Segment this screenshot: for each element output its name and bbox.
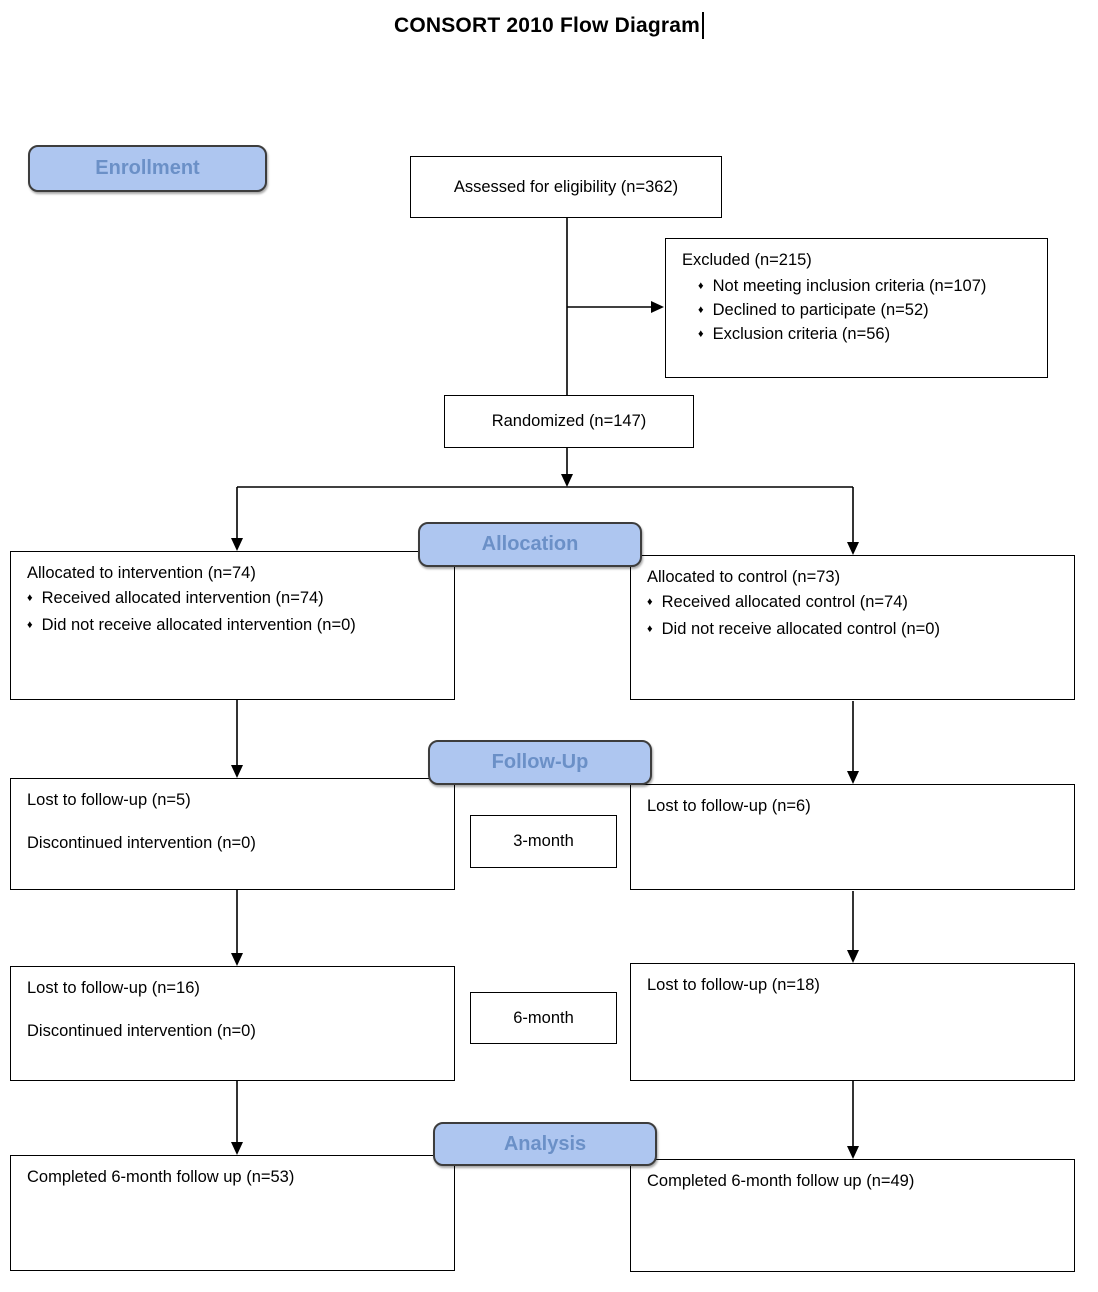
arrowhead-fu3-left bbox=[231, 765, 243, 778]
allocated-control-box[interactable]: Allocated to control (n=73) ♦ Received a… bbox=[630, 555, 1075, 700]
stage-label-analysis-text: Analysis bbox=[503, 1132, 587, 1155]
assessed-eligibility-text: Assessed for eligibility (n=362) bbox=[453, 177, 679, 196]
diamond-bullet-icon: ♦ bbox=[698, 280, 704, 292]
arrowhead-fu6-right bbox=[847, 950, 859, 963]
analysis-control-text: Completed 6-month follow up (n=49) bbox=[647, 1172, 915, 1190]
page-title: CONSORT 2010 Flow Diagram bbox=[0, 12, 1098, 39]
followup3-intervention-line: Lost to follow-up (n=5) bbox=[27, 791, 191, 809]
followup6-control-line: Lost to follow-up (n=18) bbox=[647, 976, 820, 994]
allocated-intervention-box[interactable]: Allocated to intervention (n=74) ♦ Recei… bbox=[10, 551, 455, 700]
period-3month-text: 3-month bbox=[513, 832, 574, 850]
period-3month-box[interactable]: 3-month bbox=[470, 815, 617, 868]
stage-label-allocation[interactable]: Allocation bbox=[418, 522, 642, 567]
allocated-intervention-item-text: Received allocated intervention (n=74) bbox=[41, 589, 324, 607]
diamond-bullet-icon: ♦ bbox=[27, 592, 33, 604]
allocated-intervention-title: Allocated to intervention (n=74) bbox=[27, 564, 256, 582]
period-6month-box[interactable]: 6-month bbox=[470, 992, 617, 1044]
analysis-intervention-text: Completed 6-month follow up (n=53) bbox=[27, 1168, 295, 1186]
arrowhead-fu6-left bbox=[231, 953, 243, 966]
arrowhead-alloc-right bbox=[847, 542, 859, 555]
allocated-intervention-item: ♦ Did not receive allocated intervention… bbox=[27, 616, 438, 635]
followup6-intervention-box[interactable]: Lost to follow-up (n=16) Discontinued in… bbox=[10, 966, 455, 1081]
allocated-control-item-text: Received allocated control (n=74) bbox=[661, 593, 908, 611]
followup3-intervention-box[interactable]: Lost to follow-up (n=5) Discontinued int… bbox=[10, 778, 455, 890]
analysis-intervention-box[interactable]: Completed 6-month follow up (n=53) bbox=[10, 1155, 455, 1271]
followup6-intervention-line: Lost to follow-up (n=16) bbox=[27, 979, 200, 997]
excluded-box[interactable]: Excluded (n=215) ♦ Not meeting inclusion… bbox=[665, 238, 1048, 378]
excluded-item-text: Declined to participate (n=52) bbox=[712, 301, 929, 319]
diamond-bullet-icon: ♦ bbox=[647, 596, 653, 608]
period-6month-text: 6-month bbox=[513, 1008, 574, 1027]
diamond-bullet-icon: ♦ bbox=[698, 328, 704, 340]
excluded-item: ♦ Declined to participate (n=52) bbox=[698, 301, 1031, 320]
allocated-control-list: ♦ Received allocated control (n=74) ♦ Di… bbox=[647, 593, 1058, 639]
allocated-control-item: ♦ Did not receive allocated control (n=0… bbox=[647, 620, 1058, 639]
text-cursor bbox=[702, 12, 705, 39]
followup6-intervention-line: Discontinued intervention (n=0) bbox=[27, 1022, 256, 1040]
allocated-control-item: ♦ Received allocated control (n=74) bbox=[647, 593, 1058, 612]
stage-label-allocation-text: Allocation bbox=[481, 533, 579, 555]
diamond-bullet-icon: ♦ bbox=[698, 304, 704, 316]
excluded-title: Excluded (n=215) bbox=[682, 251, 812, 269]
randomized-text: Randomized (n=147) bbox=[491, 412, 647, 430]
excluded-list: ♦ Not meeting inclusion criteria (n=107)… bbox=[682, 277, 1031, 344]
followup6-control-box[interactable]: Lost to follow-up (n=18) bbox=[630, 963, 1075, 1081]
page-title-text: CONSORT 2010 Flow Diagram bbox=[393, 13, 701, 37]
arrowhead-analysis-right bbox=[847, 1146, 859, 1159]
arrowhead-alloc-left bbox=[231, 538, 243, 551]
excluded-item: ♦ Exclusion criteria (n=56) bbox=[698, 325, 1031, 344]
stage-label-analysis[interactable]: Analysis bbox=[433, 1122, 657, 1166]
stage-label-enrollment[interactable]: Enrollment bbox=[28, 145, 267, 192]
stage-label-followup-text: Follow-Up bbox=[491, 751, 589, 773]
stage-label-enrollment-text: Enrollment bbox=[95, 157, 200, 179]
excluded-item: ♦ Not meeting inclusion criteria (n=107) bbox=[698, 277, 1031, 296]
allocated-intervention-item-text: Did not receive allocated intervention (… bbox=[41, 616, 356, 634]
arrowhead-analysis-left bbox=[231, 1142, 243, 1155]
arrowhead-excluded bbox=[651, 301, 664, 313]
analysis-control-box[interactable]: Completed 6-month follow up (n=49) bbox=[630, 1159, 1075, 1272]
excluded-item-text: Exclusion criteria (n=56) bbox=[712, 325, 891, 343]
arrowhead-randomized bbox=[561, 474, 573, 487]
arrowhead-fu3-right bbox=[847, 771, 859, 784]
allocated-intervention-list: ♦ Received allocated intervention (n=74)… bbox=[27, 589, 438, 635]
diamond-bullet-icon: ♦ bbox=[647, 623, 653, 635]
assessed-eligibility-box[interactable]: Assessed for eligibility (n=362) bbox=[410, 156, 722, 218]
followup3-control-box[interactable]: Lost to follow-up (n=6) bbox=[630, 784, 1075, 890]
followup3-intervention-line: Discontinued intervention (n=0) bbox=[27, 834, 256, 852]
excluded-item-text: Not meeting inclusion criteria (n=107) bbox=[712, 277, 987, 295]
randomized-box[interactable]: Randomized (n=147) bbox=[444, 395, 694, 448]
allocated-intervention-item: ♦ Received allocated intervention (n=74) bbox=[27, 589, 438, 608]
diamond-bullet-icon: ♦ bbox=[27, 619, 33, 631]
allocated-control-title: Allocated to control (n=73) bbox=[647, 568, 841, 586]
followup3-control-line: Lost to follow-up (n=6) bbox=[647, 797, 811, 815]
allocated-control-item-text: Did not receive allocated control (n=0) bbox=[661, 620, 940, 638]
stage-label-followup[interactable]: Follow-Up bbox=[428, 740, 652, 785]
